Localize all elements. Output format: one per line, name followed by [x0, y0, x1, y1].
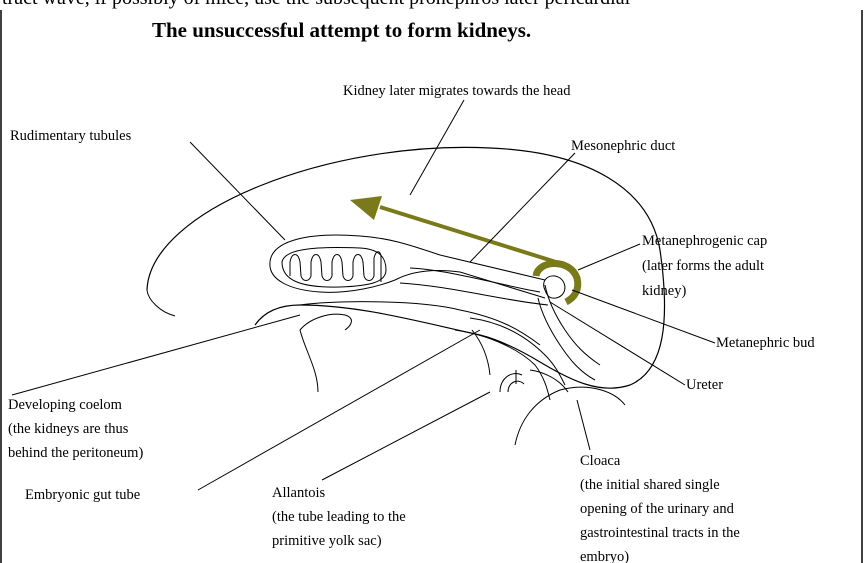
ureter-line-2: [538, 298, 595, 380]
coelom-upper-curve: [147, 290, 175, 316]
cloaca-outline: [515, 387, 625, 445]
label-kidney-migrates: Kidney later migrates towards the head: [343, 83, 571, 99]
clipped-top-text: tract wave, if possibly of mice, use the…: [2, 0, 631, 9]
label-allantois-2: (the tube leading to the: [272, 509, 406, 525]
cloaca-inner: [530, 370, 568, 392]
mesonephric-duct-lower: [400, 283, 548, 305]
label-metanephrogenic-cap-1: Metanephrogenic cap: [642, 233, 767, 249]
label-developing-coelom-2: (the kidneys are thus: [8, 421, 129, 437]
leader-metanephrogenic-cap: [578, 244, 640, 270]
metanephric-bud: [544, 276, 565, 298]
gut-tube-upper: [300, 302, 540, 345]
label-cloaca-3: opening of the urinary and: [580, 501, 735, 517]
label-embryonic-gut-tube: Embryonic gut tube: [25, 487, 140, 503]
label-developing-coelom-3: behind the peritoneum): [8, 445, 143, 461]
label-cloaca-4: gastrointestinal tracts in the: [580, 525, 740, 541]
label-allantois-3: primitive yolk sac): [272, 533, 382, 549]
allantois-hook-1: [500, 374, 522, 392]
leader-embryonic-gut-tube: [198, 330, 480, 490]
label-metanephrogenic-cap-2: (later forms the adult: [642, 258, 764, 274]
embryo-body-outline: [147, 147, 665, 388]
label-cloaca-2: (the initial shared single: [580, 477, 720, 493]
diagram-title: The unsuccessful attempt to form kidneys…: [152, 18, 531, 42]
coelom-lower-left: [300, 314, 351, 330]
label-developing-coelom-1: Developing coelom: [8, 397, 123, 413]
gut-tube-lower: [455, 330, 550, 400]
leader-mesonephric-duct: [470, 153, 575, 262]
metanephrogenic-cap: [536, 264, 578, 303]
label-metanephric-bud: Metanephric bud: [716, 335, 815, 351]
leader-developing-coelom: [12, 315, 300, 395]
mesonephric-duct-upper: [410, 268, 540, 292]
label-cloaca-1: Cloaca: [580, 453, 621, 469]
rudimentary-tubules: [290, 252, 381, 282]
label-mesonephric-duct: Mesonephric duct: [571, 138, 675, 154]
migration-arrow-shaft: [380, 207, 556, 262]
capsule-inner-tube: [282, 248, 386, 288]
label-ureter: Ureter: [686, 377, 723, 393]
leader-rudimentary-tubules: [190, 142, 285, 240]
label-allantois-1: Allantois: [272, 485, 326, 501]
label-metanephrogenic-cap-3: kidney): [642, 283, 686, 299]
coelom-drop: [300, 330, 318, 392]
label-rudimentary-tubules: Rudimentary tubules: [10, 128, 132, 144]
migration-arrow-head: [350, 196, 382, 220]
leader-cloaca: [577, 400, 590, 450]
label-cloaca-5: embryo): [580, 549, 629, 563]
